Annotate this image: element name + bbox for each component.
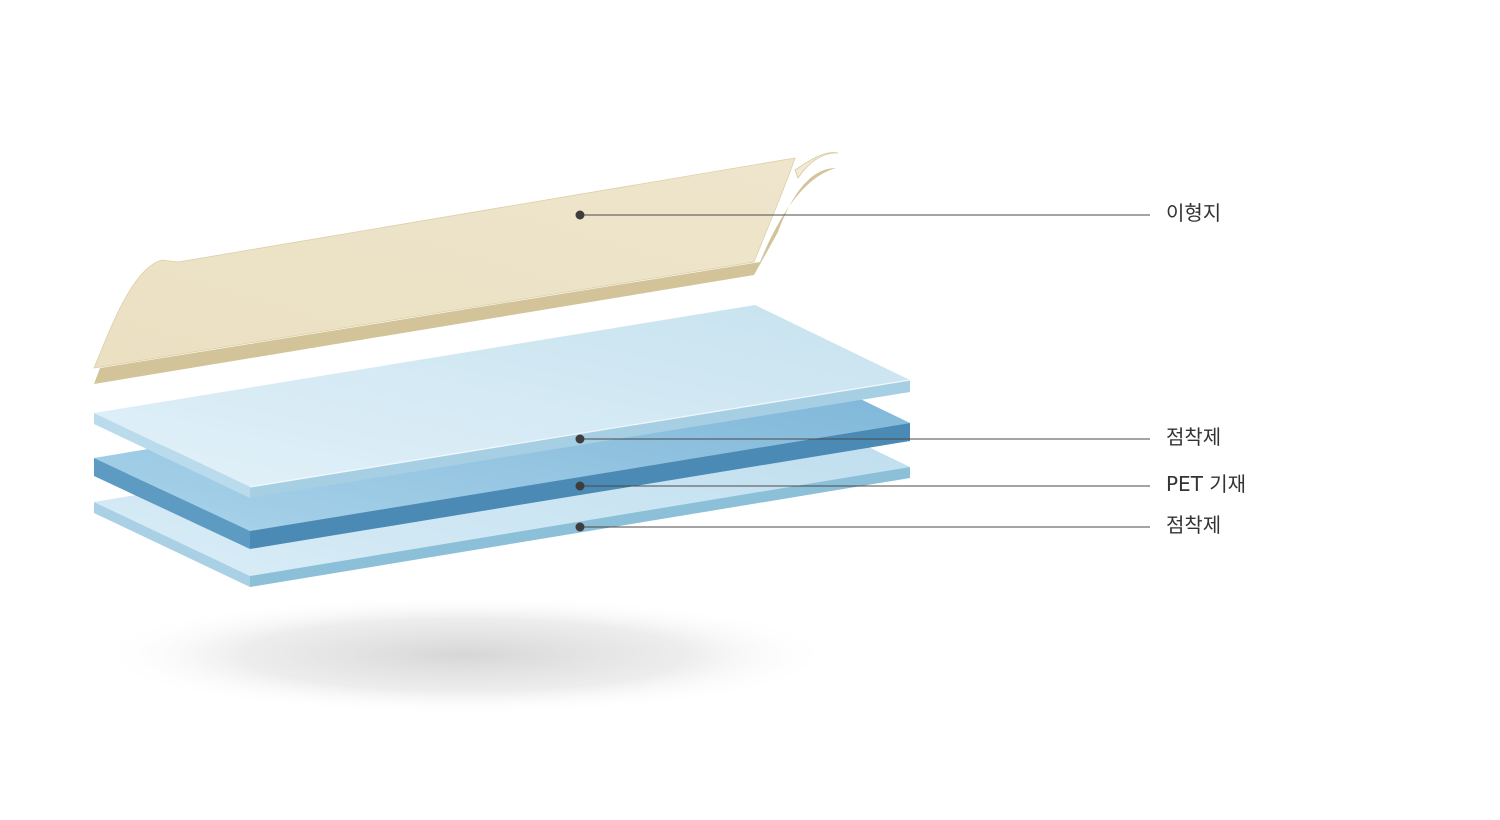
leader-dot (575, 434, 585, 444)
release-paper-underside (94, 168, 836, 384)
label-adhesive-top: 점착제 (1166, 425, 1221, 449)
leader-dot (575, 522, 585, 532)
pet-front-edge (94, 458, 250, 549)
release-paper-back-curl (794, 152, 839, 179)
adhesive-top-face (94, 305, 910, 487)
label-pet-substrate: PET 기재 (1166, 472, 1246, 496)
release-paper-face (93, 157, 796, 369)
label-adhesive-bottom: 점착제 (1166, 513, 1221, 537)
callout-release-paper: 이형지 (575, 201, 1221, 225)
leader-dot (575, 210, 585, 220)
adhesive-top-front-edge (94, 413, 250, 498)
leader-dot (575, 481, 585, 491)
callout-pet-substrate: PET 기재 (575, 472, 1246, 496)
label-release-paper: 이형지 (1166, 201, 1221, 225)
callout-adhesive-bottom: 점착제 (575, 513, 1221, 537)
adhesive-bottom-front-edge (94, 502, 250, 587)
layer-release-paper (93, 152, 839, 384)
floor-shadow (95, 595, 835, 715)
callout-adhesive-top: 점착제 (575, 425, 1221, 449)
adhesive-top-highlight (249, 379, 911, 488)
